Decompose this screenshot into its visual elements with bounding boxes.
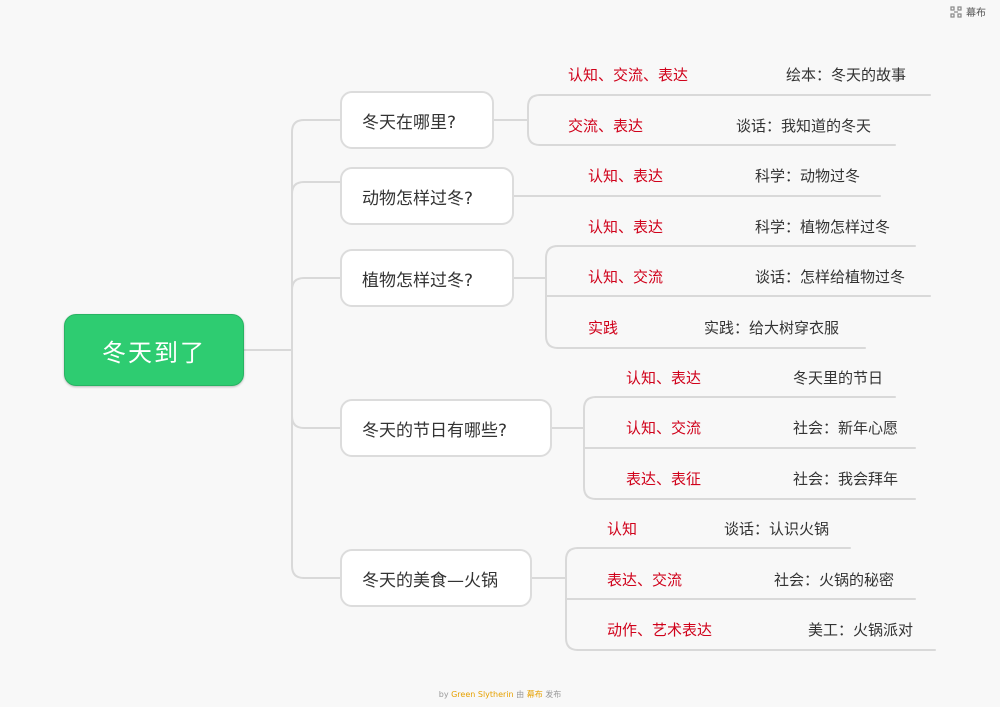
- root-topic[interactable]: 冬天到了: [64, 314, 244, 386]
- footer-platform-link[interactable]: 幕布: [526, 690, 543, 699]
- branch-topic-winter-food-hotpot[interactable]: 冬天的美食—火锅: [340, 549, 532, 607]
- leaf-activity: 美工：火锅派对: [808, 621, 914, 639]
- leaf-activity: 谈话：认识火锅: [724, 520, 830, 538]
- leaf-tag: 交流、表达: [568, 117, 644, 135]
- leaf-tag: 认知、交流: [588, 268, 664, 286]
- branch-topic-where-is-winter[interactable]: 冬天在哪里?: [340, 91, 494, 149]
- footer-action: 发布: [545, 690, 562, 699]
- brand-label: 幕布: [966, 8, 986, 19]
- footer-by: by: [438, 690, 449, 699]
- leaf-activity: 社会：火锅的秘密: [774, 571, 895, 589]
- leaf-activity: 冬天里的节日: [793, 369, 884, 387]
- branch-topic-winter-festivals[interactable]: 冬天的节日有哪些?: [340, 399, 552, 457]
- leaf-activity: 实践：给大树穿衣服: [704, 319, 840, 337]
- branch-topic-animals-winter[interactable]: 动物怎样过冬?: [340, 167, 514, 225]
- leaf-activity: 绘本：冬天的故事: [786, 66, 907, 84]
- leaf-tag: 实践: [588, 319, 619, 337]
- leaf-tag: 认知: [607, 520, 638, 538]
- leaf-tag: 认知、交流: [626, 419, 702, 437]
- leaf-tag: 认知、交流、表达: [568, 66, 689, 84]
- leaf-activity: 社会：新年心愿: [793, 419, 899, 437]
- leaf-tag: 表达、表征: [626, 470, 702, 488]
- branch-topic-plants-winter[interactable]: 植物怎样过冬?: [340, 249, 514, 307]
- footer-author-link[interactable]: Green Slytherin: [451, 690, 514, 699]
- leaf-tag: 认知、表达: [588, 218, 664, 236]
- footer-credit: by Green Slytherin 由 幕布 发布: [0, 689, 1000, 700]
- leaf-tag: 动作、艺术表达: [607, 621, 713, 639]
- brand-badge[interactable]: 幕布: [950, 4, 986, 19]
- leaf-tag: 认知、表达: [626, 369, 702, 387]
- footer-via: 由: [516, 690, 525, 699]
- leaf-activity: 谈话：怎样给植物过冬: [755, 268, 906, 286]
- leaf-tag: 表达、交流: [607, 571, 683, 589]
- leaf-tag: 认知、表达: [588, 167, 664, 185]
- leaf-activity: 科学：植物怎样过冬: [755, 218, 891, 236]
- leaf-activity: 谈话：我知道的冬天: [736, 117, 872, 135]
- leaf-activity: 社会：我会拜年: [793, 470, 899, 488]
- mubu-logo-icon: [950, 5, 962, 18]
- leaf-activity: 科学：动物过冬: [755, 167, 861, 185]
